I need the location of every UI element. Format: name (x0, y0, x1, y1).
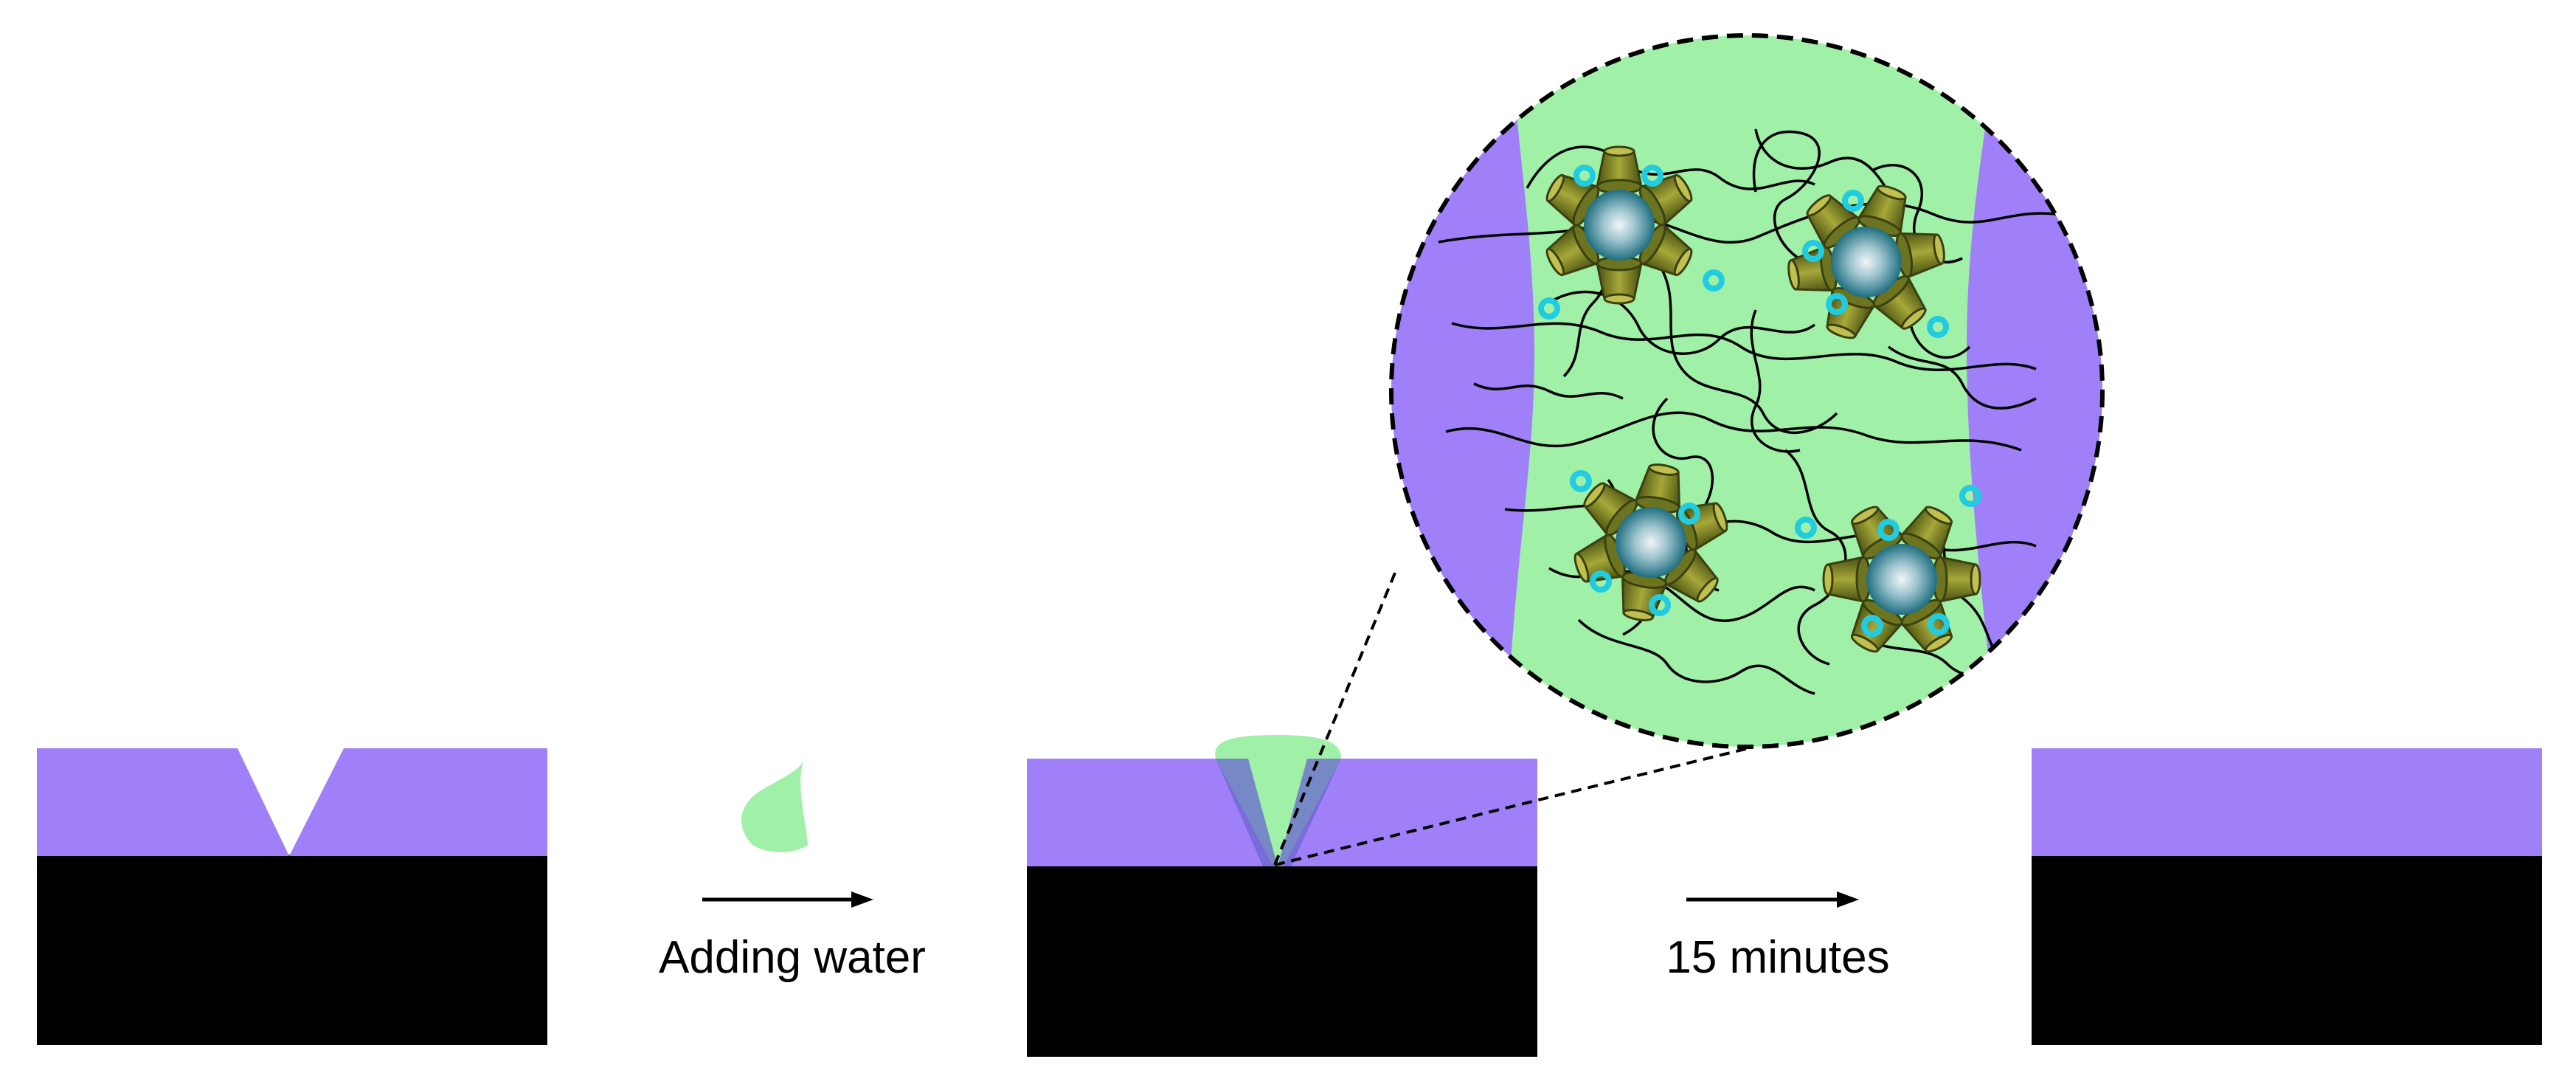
panel-healed (2032, 748, 2542, 1045)
nanoparticle-4 (1822, 499, 1981, 660)
swelling-region-left (1216, 759, 1278, 866)
zoom-inset (1389, 33, 2105, 749)
arrow-label-15-minutes: 15 minutes (1666, 932, 1889, 983)
arrow-label-adding-water: Adding water (659, 932, 926, 983)
arrow-adding-water: Adding water (659, 760, 926, 983)
panel-damaged (37, 748, 547, 1045)
substrate-block (37, 855, 547, 1045)
arrow-head (1837, 891, 1859, 908)
panel-healing (1027, 735, 1537, 1057)
coating-layer-scratched (37, 748, 547, 856)
nanoparticle-3 (1568, 460, 1734, 625)
nanoparticle-1 (1539, 145, 1700, 305)
nanoparticle-2 (1784, 179, 1949, 345)
zoom-circle-border (1389, 33, 2105, 749)
coating-layer-healed (2032, 748, 2542, 856)
substrate-block (2032, 855, 2542, 1045)
water-droplet (741, 760, 808, 852)
zoom-guide-lines (1273, 570, 1749, 866)
arrow-15-minutes: 15 minutes (1666, 891, 1890, 983)
swelling-region-right (1278, 759, 1341, 866)
arrow-head (851, 891, 873, 908)
substrate-block (1027, 866, 1537, 1057)
coating-right-edge (1967, 35, 2102, 747)
guest-groups (1538, 165, 1981, 637)
